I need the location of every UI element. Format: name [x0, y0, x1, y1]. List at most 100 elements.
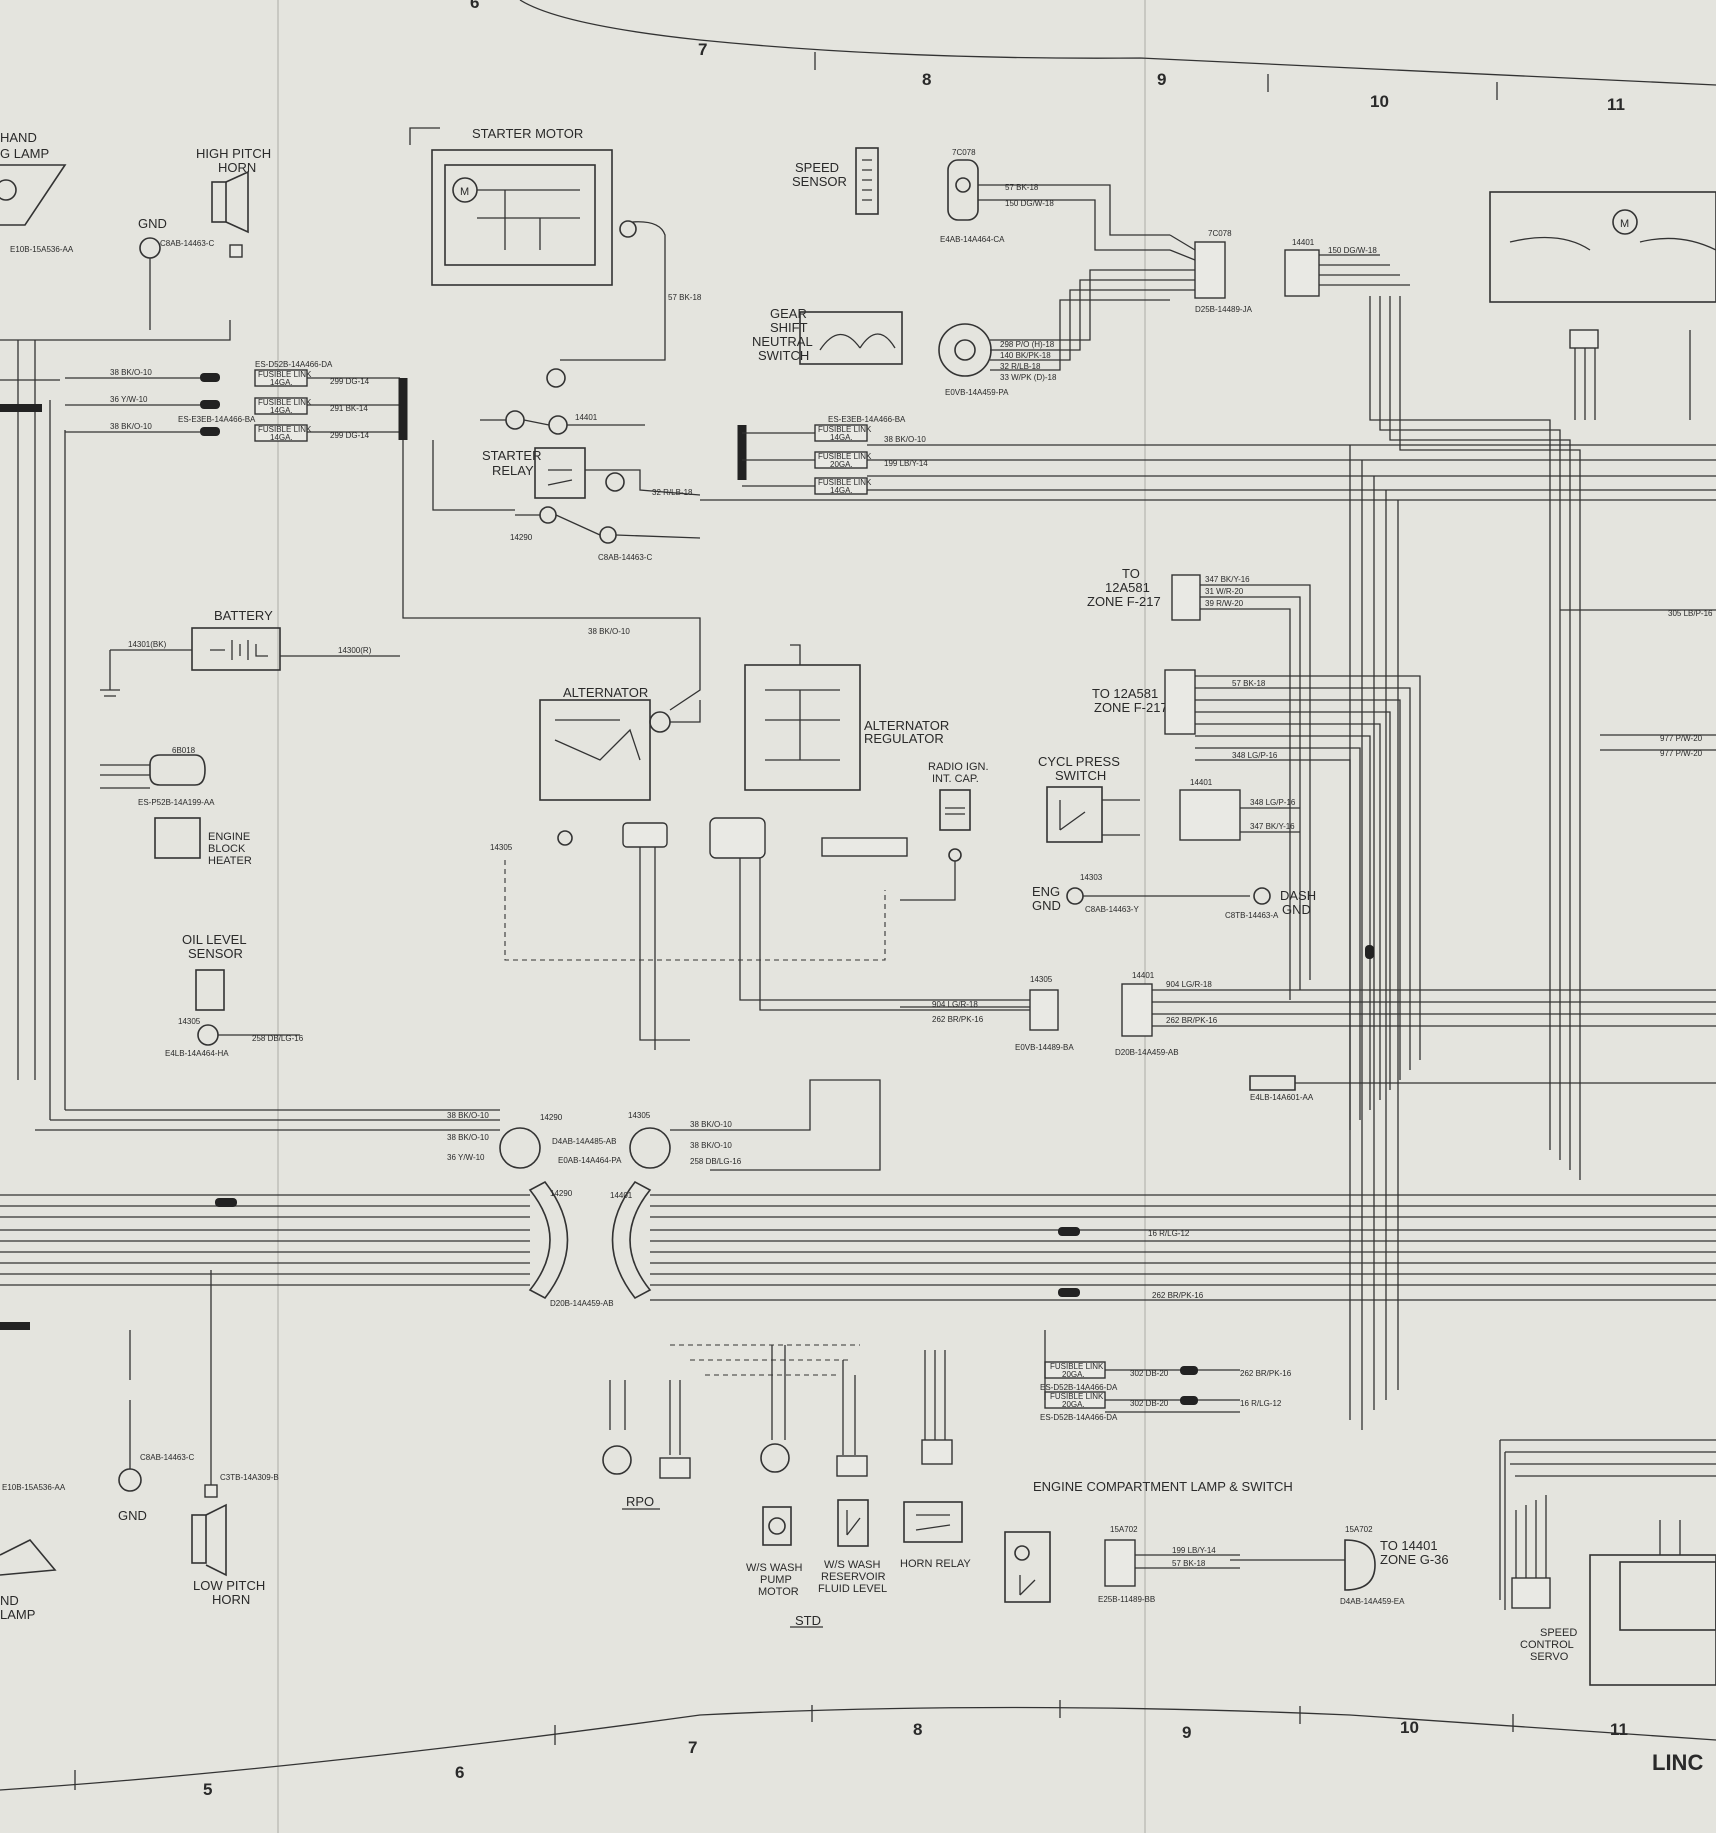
- bottom-zone-border: [0, 1706, 1716, 1791]
- svg-text:PUMP: PUMP: [760, 1574, 792, 1586]
- zone-bottom-5: 5: [203, 1780, 212, 1799]
- svg-text:SPEED: SPEED: [1540, 1627, 1577, 1639]
- svg-text:SHIFT: SHIFT: [770, 320, 808, 335]
- svg-text:14401: 14401: [1132, 971, 1155, 980]
- svg-text:C8AB-14463-C: C8AB-14463-C: [598, 553, 652, 562]
- svg-text:HEATER: HEATER: [208, 855, 252, 867]
- svg-text:7C078: 7C078: [1208, 229, 1232, 238]
- svg-text:DASH: DASH: [1280, 888, 1316, 903]
- svg-text:E4AB-14A464-CA: E4AB-14A464-CA: [940, 235, 1005, 244]
- svg-text:FUSIBLE LINK: FUSIBLE LINK: [818, 452, 872, 461]
- svg-text:E4LB-14A601-AA: E4LB-14A601-AA: [1250, 1093, 1314, 1102]
- svg-text:258 DB/LG-16: 258 DB/LG-16: [252, 1034, 304, 1043]
- svg-text:CONTROL: CONTROL: [1520, 1639, 1574, 1651]
- svg-text:M: M: [1620, 218, 1629, 230]
- svg-text:HORN RELAY: HORN RELAY: [900, 1558, 971, 1570]
- svg-text:LAMP: LAMP: [0, 1607, 35, 1622]
- svg-text:262 BR/PK-16: 262 BR/PK-16: [1240, 1369, 1292, 1378]
- svg-text:ES-D52B-14A466-DA: ES-D52B-14A466-DA: [255, 360, 333, 369]
- zone-bottom-11: 11: [1610, 1720, 1628, 1739]
- svg-text:STD: STD: [795, 1613, 821, 1628]
- svg-text:SERVO: SERVO: [1530, 1651, 1569, 1663]
- speed-sensor: SPEED SENSOR 7C078 E4AB-14A464-CA 57 BK-…: [792, 147, 1170, 251]
- starter-motor: STARTER MOTOR M 57 BK-18: [409, 126, 702, 361]
- svg-text:347 BK/Y-16: 347 BK/Y-16: [1250, 822, 1295, 831]
- svg-text:SPEED: SPEED: [795, 160, 839, 175]
- svg-text:GEAR: GEAR: [770, 306, 807, 321]
- zone-top-6: 6: [470, 0, 479, 12]
- svg-text:150 DG/W-18: 150 DG/W-18: [1328, 246, 1377, 255]
- svg-text:14305: 14305: [178, 1017, 201, 1026]
- svg-text:14401: 14401: [1190, 778, 1213, 787]
- right-vertical-harness: [1349, 296, 1581, 1430]
- fusible-link-group-bottom: FUSIBLE LINK 20GA. FUSIBLE LINK 20GA. ES…: [1040, 1330, 1292, 1422]
- svg-text:199 LB/Y-14: 199 LB/Y-14: [1172, 1546, 1216, 1555]
- svg-text:W/S WASH: W/S WASH: [824, 1559, 880, 1571]
- svg-text:FUSIBLE LINK: FUSIBLE LINK: [1050, 1362, 1104, 1371]
- svg-text:E0AB-14A464-PA: E0AB-14A464-PA: [558, 1156, 622, 1165]
- svg-text:14401: 14401: [1292, 238, 1315, 247]
- left-harness: [0, 320, 231, 1330]
- svg-text:C8AB-14463-C: C8AB-14463-C: [140, 1453, 194, 1462]
- svg-text:INT. CAP.: INT. CAP.: [932, 773, 979, 785]
- svg-text:32 R/LB-18: 32 R/LB-18: [652, 488, 693, 497]
- svg-text:ENGINE COMPARTMENT LAMP & SWIT: ENGINE COMPARTMENT LAMP & SWITCH: [1033, 1479, 1293, 1494]
- engine-compartment-lamp-switch: ENGINE COMPARTMENT LAMP & SWITCH 15A702 …: [1004, 1479, 1449, 1606]
- svg-text:262 BR/PK-16: 262 BR/PK-16: [1152, 1291, 1204, 1300]
- gear-shift-neutral-switch: GEAR SHIFT NEUTRAL SWITCH E0VB-14A459-PA…: [752, 269, 1170, 397]
- starter-relay: STARTER RELAY 14401 32 R/LB-18 14290 C8A…: [480, 368, 701, 562]
- svg-text:FUSIBLE LINK: FUSIBLE LINK: [818, 425, 872, 434]
- svg-text:348 LG/P-16: 348 LG/P-16: [1250, 798, 1296, 807]
- zone-bottom-7: 7: [688, 1738, 697, 1757]
- svg-text:977 P/W-20: 977 P/W-20: [1660, 749, 1703, 758]
- svg-text:G LAMP: G LAMP: [0, 146, 49, 161]
- gnd-bottom: GND C8AB-14463-C: [118, 1330, 194, 1523]
- svg-text:14303: 14303: [1080, 873, 1103, 882]
- svg-text:D20B-14A459-AB: D20B-14A459-AB: [1115, 1048, 1179, 1057]
- connector-14401-mid: 14401 348 LG/P-16 347 BK/Y-16: [1179, 778, 1300, 841]
- svg-text:E4LB-14A464-HA: E4LB-14A464-HA: [165, 1049, 229, 1058]
- svg-text:347 BK/Y-16: 347 BK/Y-16: [1205, 575, 1250, 584]
- svg-text:FLUID LEVEL: FLUID LEVEL: [818, 1583, 887, 1595]
- svg-text:15A702: 15A702: [1110, 1525, 1138, 1534]
- oil-level-sensor: OIL LEVEL SENSOR 258 DB/LG-16 E4LB-14A46…: [165, 932, 304, 1058]
- battery: BATTERY 14301(BK) 14300(R): [100, 608, 400, 697]
- svg-text:HORN: HORN: [218, 160, 256, 175]
- zone-top-7: 7: [698, 40, 707, 59]
- svg-text:57 BK-18: 57 BK-18: [668, 293, 702, 302]
- svg-text:302 DB-20: 302 DB-20: [1130, 1399, 1169, 1408]
- svg-text:W/S WASH: W/S WASH: [746, 1562, 802, 1574]
- svg-text:57 BK-18: 57 BK-18: [1232, 679, 1266, 688]
- svg-text:M: M: [460, 186, 469, 198]
- svg-text:FUSIBLE LINK: FUSIBLE LINK: [258, 425, 312, 434]
- svg-text:298 P/O (H)-18: 298 P/O (H)-18: [1000, 340, 1055, 349]
- zone-top-11: 11: [1607, 95, 1625, 114]
- radio-ign-int-cap: RADIO IGN. INT. CAP.: [900, 761, 989, 901]
- svg-text:C8TB-14463-A: C8TB-14463-A: [1225, 911, 1279, 920]
- svg-text:38 BK/O-10: 38 BK/O-10: [884, 435, 926, 444]
- alternator: ALTERNATOR: [539, 685, 701, 801]
- svg-text:ENG: ENG: [1032, 884, 1060, 899]
- connector-7c078: 7C078 D25B-14489-JA: [1169, 229, 1253, 314]
- svg-text:TO 12A581: TO 12A581: [1092, 686, 1158, 701]
- svg-text:FUSIBLE LINK: FUSIBLE LINK: [1050, 1392, 1104, 1401]
- svg-text:20GA.: 20GA.: [1062, 1370, 1085, 1379]
- svg-text:16 R/LG-12: 16 R/LG-12: [1240, 1399, 1282, 1408]
- svg-text:38 BK/O-10: 38 BK/O-10: [690, 1141, 732, 1150]
- svg-text:38 BK/O-10: 38 BK/O-10: [588, 627, 630, 636]
- svg-text:904 LG/R-18: 904 LG/R-18: [932, 1000, 978, 1009]
- zone-top-9: 9: [1157, 70, 1166, 89]
- svg-text:MOTOR: MOTOR: [758, 1586, 799, 1598]
- round-connectors: 38 BK/O-10 38 BK/O-10 36 Y/W-10 14290 D4…: [35, 1079, 881, 1171]
- svg-text:258 DB/LG-16: 258 DB/LG-16: [690, 1157, 742, 1166]
- svg-text:14GA.: 14GA.: [270, 433, 293, 442]
- svg-text:D4AB-14A485-AB: D4AB-14A485-AB: [552, 1137, 616, 1146]
- svg-text:14290: 14290: [540, 1113, 563, 1122]
- svg-text:SWITCH: SWITCH: [1055, 768, 1106, 783]
- svg-text:FUSIBLE LINK: FUSIBLE LINK: [818, 478, 872, 487]
- svg-text:ND: ND: [0, 1593, 19, 1608]
- svg-text:16 R/LG-12: 16 R/LG-12: [1148, 1229, 1190, 1238]
- svg-text:199 LB/Y-14: 199 LB/Y-14: [884, 459, 928, 468]
